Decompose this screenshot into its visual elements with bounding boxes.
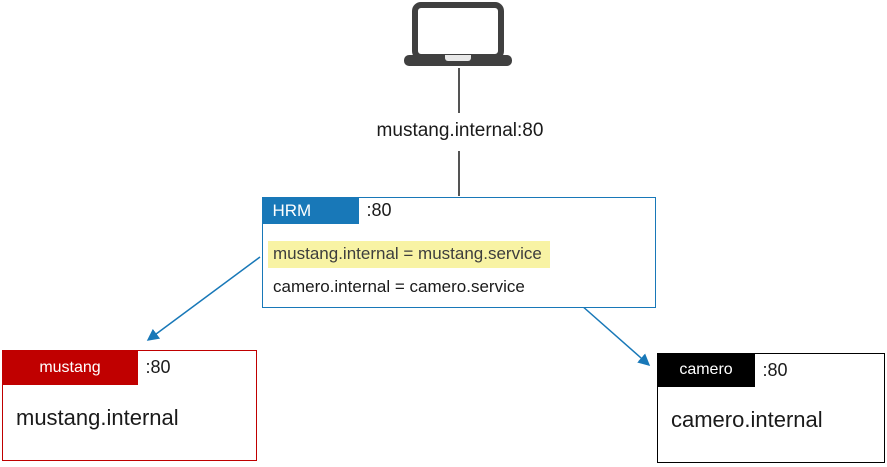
proxy-box-hrm: HRM :80 mustang.internal = mustang.servi… [262,197,656,308]
service-header-camero: camero :80 [657,353,884,387]
proxy-port-label: :80 [366,200,392,221]
rule-camero: camero.internal = camero.service [268,274,655,301]
rule-mustang-text: mustang.internal = mustang.service [268,240,550,268]
request-label: mustang.internal:80 [376,120,544,141]
rule-mustang: mustang.internal = mustang.service [268,240,655,268]
service-host-mustang: mustang.internal [16,404,179,430]
laptop-icon [404,2,512,66]
arrow-to-mustang [146,256,261,341]
proxy-header: HRM :80 [262,197,655,224]
service-host-camero: camero.internal [671,406,823,432]
service-header-mustang: mustang :80 [2,350,256,385]
service-box-mustang: mustang :80 mustang.internal [2,350,257,461]
rule-camero-text: camero.internal = camero.service [273,276,525,296]
proxy-rules: mustang.internal = mustang.service camer… [263,240,655,301]
service-box-camero: camero :80 camero.internal [657,353,885,463]
service-name-tab-camero: camero [657,353,755,387]
service-name-tab-mustang: mustang [2,350,138,385]
proxy-name-tab: HRM [262,197,359,224]
service-port-mustang: :80 [145,357,171,378]
service-port-camero: :80 [762,359,788,380]
